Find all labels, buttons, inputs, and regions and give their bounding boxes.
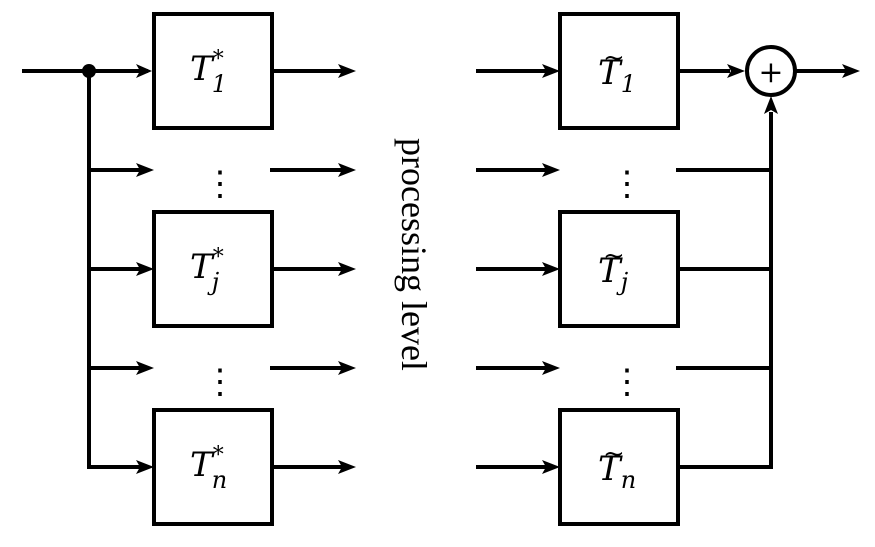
input-arrow-head — [136, 64, 152, 78]
in-dots-2-arrow — [542, 361, 560, 375]
left-ellipsis-2: ⋮ — [203, 362, 237, 402]
in-tn-tilde-arrow — [542, 460, 560, 474]
block-tn-tilde-accent: ~ — [603, 439, 625, 469]
in-tj-tilde-arrow — [542, 262, 560, 276]
right-bus-arrow — [764, 96, 778, 114]
block-tj-tilde — [558, 210, 680, 328]
block-tj-star — [152, 210, 274, 328]
final-output-arrow — [842, 64, 860, 78]
block-tj-tilde-label: Tj — [598, 251, 629, 296]
block-t1-star-label: T*1 — [190, 47, 227, 98]
block-t1-tilde-label: T1 — [598, 53, 636, 98]
processing-level-label: processing level — [394, 138, 434, 371]
out-tn-arrow — [338, 460, 356, 474]
block-tn-tilde — [558, 408, 680, 526]
out-t1-tilde-arrow — [727, 64, 745, 78]
in-t1-tilde-arrow — [542, 64, 560, 78]
right-ellipsis-1: ⋮ — [610, 164, 644, 204]
block-tn-tilde-label: Tn — [598, 449, 636, 494]
sum-plus-symbol: + — [758, 55, 783, 90]
branch-dots-1-arrow — [136, 163, 154, 177]
block-tj-tilde-accent: ~ — [603, 241, 625, 271]
block-t1-star — [152, 12, 274, 130]
block-tj-star-label: T*j — [190, 245, 224, 296]
out-t1-arrow — [338, 64, 356, 78]
left-ellipsis-1: ⋮ — [203, 164, 237, 204]
block-tn-star-label: T*n — [190, 443, 227, 494]
right-ellipsis-2: ⋮ — [610, 362, 644, 402]
branch-j-arrow — [136, 262, 154, 276]
branch-n-arrow — [136, 460, 154, 474]
out-tj-arrow — [338, 262, 356, 276]
out-dots-1-arrow — [338, 163, 356, 177]
branch-dots-2-arrow — [136, 361, 154, 375]
out-dots-2-arrow — [338, 361, 356, 375]
block-t1-tilde-accent: ~ — [603, 43, 625, 73]
in-dots-1-arrow — [542, 163, 560, 177]
